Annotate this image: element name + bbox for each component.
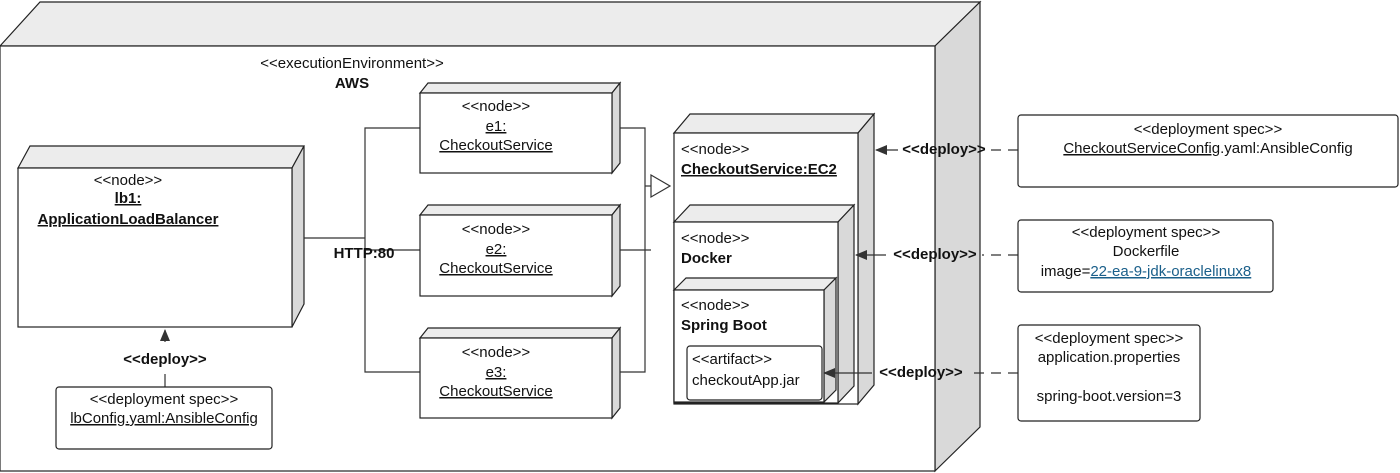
lb1-name-line1: lb1:	[115, 190, 142, 207]
spec-docker-image-prefix: image=	[1041, 263, 1091, 280]
e3-name-line2: CheckoutService	[439, 383, 552, 400]
spec-docker-stereotype: <<deployment spec>>	[1072, 224, 1221, 241]
e1-name-line1: e1:	[486, 118, 507, 135]
node-e3[interactable]: <<node>> e3: CheckoutService	[418, 326, 622, 420]
e3-stereotype: <<node>>	[462, 344, 531, 361]
deployment-spec-ec2[interactable]: <<deployment spec>> CheckoutServiceConfi…	[1017, 114, 1399, 188]
http-connector-label: HTTP:80	[334, 245, 395, 262]
node-lb1[interactable]: <<node>> lb1: ApplicationLoadBalancer	[16, 145, 306, 328]
deploy-dependency-docker: <<deploy>>	[855, 246, 1018, 263]
node-e1[interactable]: <<node>> e1: CheckoutService	[418, 81, 622, 175]
deploy-dependency-ec2: <<deploy>>	[875, 141, 1018, 158]
ec2-name: CheckoutService:EC2	[681, 161, 837, 178]
spec-spring-line1: application.properties	[1038, 349, 1181, 366]
e2-name-line2: CheckoutService	[439, 260, 552, 277]
deploy-dependency-spring: <<deploy>>	[823, 364, 1018, 381]
deployment-spec-spring[interactable]: <<deployment spec>> application.properti…	[1017, 324, 1201, 422]
docker-name: Docker	[681, 250, 732, 267]
spec-docker-image: image=22-ea-9-jdk-oraclelinux8	[1041, 263, 1252, 280]
lb-deployment-spec[interactable]: <<deployment spec>> lbConfig.yaml:Ansibl…	[55, 386, 273, 450]
artifact-name: checkoutApp.jar	[692, 372, 800, 389]
lb-spec-name: lbConfig.yaml:AnsibleConfig	[70, 410, 258, 427]
e1-name-line2: CheckoutService	[439, 137, 552, 154]
e2-name-line1: e2:	[486, 241, 507, 258]
lb1-name-line2: ApplicationLoadBalancer	[38, 211, 219, 228]
deploy-label-spring: <<deploy>>	[879, 364, 963, 381]
node-e2[interactable]: <<node>> e2: CheckoutService	[418, 203, 622, 298]
e2-stereotype: <<node>>	[462, 221, 531, 238]
lb-deploy-label: <<deploy>>	[123, 351, 207, 368]
deploy-label-docker: <<deploy>>	[893, 246, 977, 263]
ec2-stereotype: <<node>>	[681, 141, 750, 158]
services-to-ec2-generalization	[620, 127, 672, 373]
spring-stereotype: <<node>>	[681, 297, 750, 314]
spec-ec2-name: CheckoutServiceConfig.yaml:AnsibleConfig	[1063, 140, 1352, 157]
spec-spring-line2: spring-boot.version=3	[1037, 388, 1182, 405]
artifact-stereotype: <<artifact>>	[692, 351, 772, 368]
e3-name-line1: e3:	[486, 364, 507, 381]
spec-spring-stereotype: <<deployment spec>>	[1035, 330, 1184, 347]
lb-deploy-dependency: <<deploy>>	[123, 329, 207, 387]
e1-stereotype: <<node>>	[462, 98, 531, 115]
deploy-label-ec2: <<deploy>>	[902, 141, 986, 158]
aws-name: AWS	[335, 75, 369, 92]
lb-to-services-connectors: HTTP:80	[304, 127, 420, 373]
docker-image-link[interactable]: 22-ea-9-jdk-oraclelinux8	[1090, 263, 1251, 280]
lb1-stereotype: <<node>>	[94, 172, 163, 189]
spec-docker-line1: Dockerfile	[1113, 243, 1180, 260]
spec-ec2-name-underlined: CheckoutServiceConfig	[1063, 140, 1220, 157]
spec-ec2-stereotype: <<deployment spec>>	[1134, 121, 1283, 138]
spec-ec2-name-rest: .yaml:AnsibleConfig	[1220, 140, 1353, 157]
aws-stereotype: <<executionEnvironment>>	[260, 55, 444, 72]
spring-name: Spring Boot	[681, 317, 767, 334]
artifact-checkout-app[interactable]: <<artifact>> checkoutApp.jar	[686, 345, 823, 401]
lb-spec-stereotype: <<deployment spec>>	[90, 391, 239, 408]
generalization-arrowhead	[650, 173, 672, 199]
docker-stereotype: <<node>>	[681, 230, 750, 247]
deployment-spec-docker[interactable]: <<deployment spec>> Dockerfile image=22-…	[1017, 219, 1274, 293]
